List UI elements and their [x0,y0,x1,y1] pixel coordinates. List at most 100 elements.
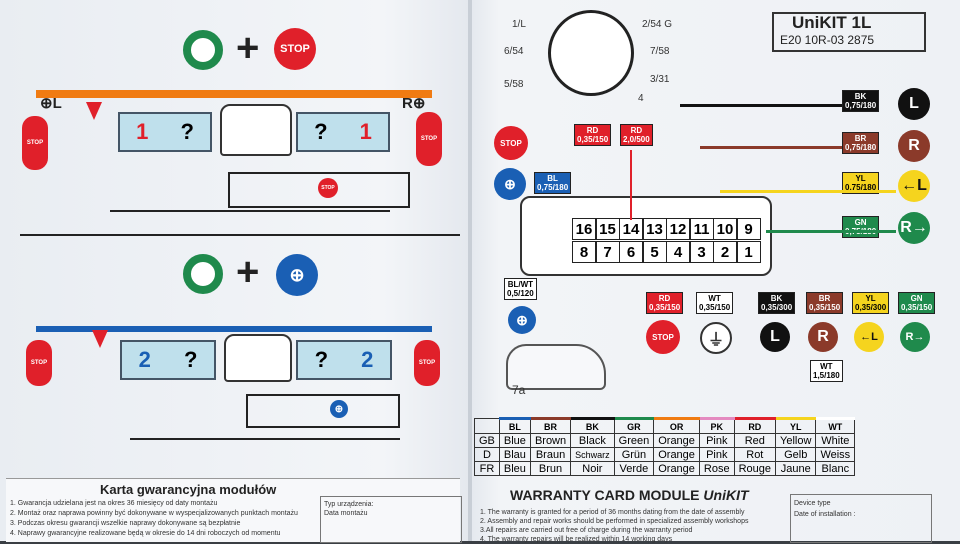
color-value-cell: Red [733,433,777,448]
color-header-cell: YL [775,417,817,434]
wire-black-horiz [680,104,842,107]
socket [548,10,634,96]
fog-lamp-icon-green [183,30,223,70]
warranty-line-2: 2. Montaż oraz naprawa powinny być dokon… [10,510,298,517]
lang-cell: GB [474,433,500,448]
warranty-line-3: 3. Podczas okresu gwarancji wszelkie nap… [10,520,241,527]
bottom-left-turn: ←L [854,322,884,352]
socket-758: 7/58 [650,46,670,57]
down-arrow [86,102,102,120]
switch-panel [228,172,410,208]
pin-12: 12 [666,218,690,240]
color-header-cell: BR [529,417,572,434]
ground-icon: ⏚ [700,322,732,354]
left-marker: ⊕L [40,95,62,112]
color-value-cell: White [815,433,856,448]
color-value-cell: Bleu [498,461,531,476]
color-value-cell: Green [613,433,655,448]
color-header-cell: BK [570,417,615,434]
warranty-box-left [6,478,460,542]
lang-cell: D [474,447,500,462]
plus-sign: + [236,26,260,70]
wire-green-horiz [766,230,896,233]
right-arrow-box-2: ? 2 [296,340,392,380]
left-arrow-box: 1 ? [118,112,212,152]
right-arrow-box: ? 1 [296,112,390,152]
product-code: E20 10R-03 2875 [780,33,875,47]
arrow-q: ? [314,347,329,372]
pin-4: 4 [666,241,690,263]
install-date-label-pl: Data montażu [324,510,368,517]
color-value-cell: Pink [698,447,735,462]
lang-cell: FR [474,461,500,476]
wire-path-top [110,210,390,212]
color-value-cell: Gelb [775,447,817,462]
pin-6: 6 [619,241,643,263]
color-value-cell: Blau [498,447,531,462]
arrow-num: 1 [136,119,149,144]
down-arrow-2 [92,330,108,348]
rear-fog-icon: ⊕ [276,254,318,296]
warranty-title-en: WARRANTY CARD MODULE UniKIT [510,487,749,503]
color-value-cell: Blue [498,433,531,448]
socket-254G: 2/54 G [642,19,673,30]
color-value-cell: Orange [653,461,700,476]
color-value-cell: Rot [733,447,777,462]
install-date-label-en: Date of installation : [794,511,856,518]
arrow-q: ? [314,119,328,144]
pin-8: 8 [572,241,596,263]
pin-16: 16 [572,218,596,240]
en-line-3: 3.All repairs are carried out free of ch… [480,527,693,534]
en-line-1: 1. The warranty is granted for a period … [480,509,745,516]
socket-1L: 1/L [512,19,526,30]
color-value-cell: Orange [653,433,700,448]
stop-icon: STOP [274,28,316,70]
plus-sign-2: + [236,250,260,294]
wire-brown-horiz [700,146,842,149]
left-arrow-box-2: 2 ? [120,340,216,380]
pin-7: 7 [595,241,620,263]
switch-panel-2 [246,394,400,428]
stop-icon-right: STOP [494,126,528,160]
page-fold [468,0,472,541]
color-header-cell: OR [653,417,700,434]
rear-fog-bottom-icon: ⊕ [508,306,536,334]
color-value-cell: Rose [698,461,735,476]
color-value-cell: Jaune [775,461,817,476]
arrow-num: 2 [138,347,151,372]
color-value-cell: Grün [613,447,655,462]
stop-small-icon: STOP [318,178,338,198]
warranty-title-pl: Karta gwarancyjna modułów [100,482,277,497]
pin-10: 10 [713,218,737,240]
pin-13: 13 [642,218,667,240]
left-lamp-badge-2: STOP [26,340,52,386]
color-value-cell: Yellow [775,433,817,448]
color-value-cell: Brown [529,433,572,448]
left-turn-icon: ←L [898,170,930,202]
arrow-q: ? [180,119,194,144]
pin-15: 15 [595,218,620,240]
warranty-line-4: 4. Naprawy gwarancyjne realizowane będą … [10,530,281,537]
socket-331: 3/31 [650,74,670,85]
car-rear-icon [220,104,292,156]
color-header-cell: GR [613,417,655,434]
right-marker: R⊕ [402,95,426,112]
header-box [772,12,926,52]
left-lamp-badge: STOP [22,116,48,170]
warranty-line-1: 1. Gwarancja udzielana jest na okres 36 … [10,500,218,507]
divider [20,234,460,236]
fog-lamp-icon-green-2 [183,254,223,294]
socket-558: 5/58 [504,79,524,90]
corner-cell [474,418,500,434]
